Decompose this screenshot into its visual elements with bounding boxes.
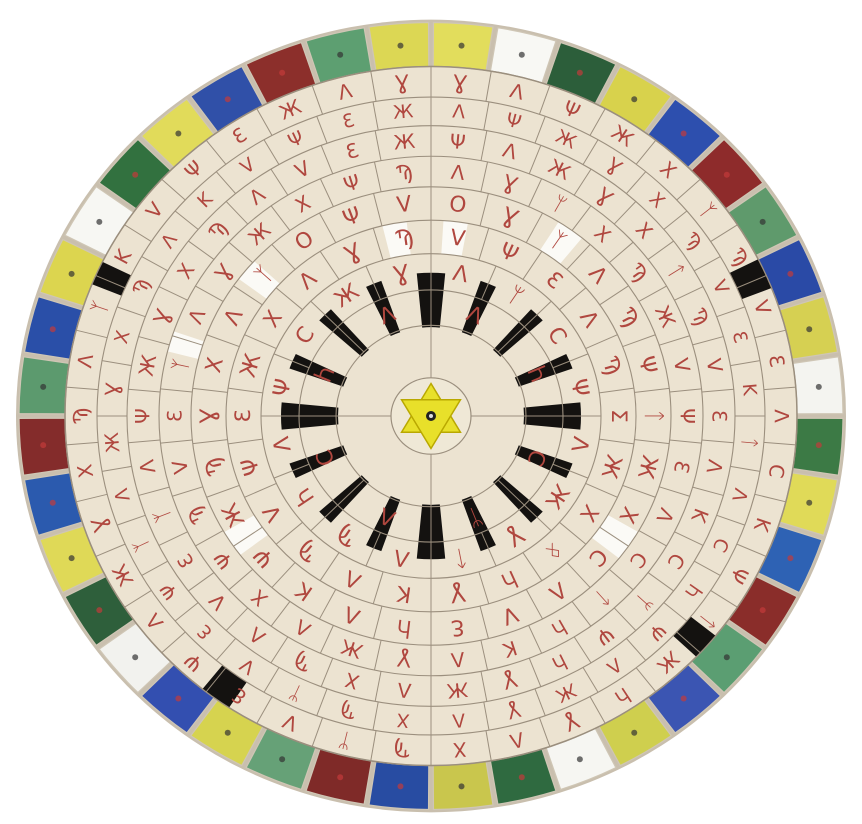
tile-mark bbox=[40, 442, 46, 448]
tile-mark bbox=[577, 70, 583, 76]
tile-mark bbox=[225, 730, 231, 736]
ring-glyph: Ϡ bbox=[393, 225, 415, 252]
tile-mark bbox=[577, 756, 583, 762]
tile-mark bbox=[631, 730, 637, 736]
tile-mark bbox=[816, 442, 822, 448]
tile-mark bbox=[40, 384, 46, 390]
tile-mark bbox=[519, 774, 525, 780]
ring-glyph: Λ bbox=[450, 161, 466, 185]
tile-mark bbox=[724, 172, 730, 178]
ring-glyph: Ж bbox=[102, 432, 125, 454]
tile-mark bbox=[816, 384, 822, 390]
tile-mark bbox=[760, 219, 766, 225]
tile-mark bbox=[96, 219, 102, 225]
ring-glyph: X bbox=[452, 737, 467, 761]
ring-glyph: Ɣ bbox=[196, 408, 221, 423]
ring-glyph: ᛏ bbox=[738, 436, 760, 449]
ring-glyph: O bbox=[448, 192, 468, 219]
tile-mark bbox=[337, 52, 343, 58]
ring-glyph: Ж bbox=[135, 353, 162, 378]
tile-mark bbox=[132, 654, 138, 660]
ring-glyph: V bbox=[395, 192, 413, 219]
tile-mark bbox=[681, 131, 687, 137]
ring-glyph: Ж bbox=[446, 677, 469, 702]
tile-mark bbox=[397, 783, 403, 789]
ring-glyph: Ψ bbox=[449, 130, 467, 154]
tile-mark bbox=[132, 172, 138, 178]
tile-mark bbox=[279, 70, 285, 76]
tile-mark bbox=[175, 131, 181, 137]
ring-glyph: Λ bbox=[452, 101, 467, 123]
ring-glyph: Ɣ bbox=[394, 71, 410, 95]
ring-glyph: Ʃ bbox=[606, 409, 631, 423]
ring-glyph: Ψ bbox=[676, 408, 699, 424]
center-pin-highlight bbox=[429, 414, 433, 418]
center-medallion bbox=[391, 378, 471, 454]
ring-glyph: Ɛ bbox=[708, 410, 731, 422]
ring-glyph: Ɛ bbox=[231, 409, 256, 422]
tile-mark bbox=[69, 555, 75, 561]
tile-mark bbox=[50, 326, 56, 332]
tile-mark bbox=[681, 695, 687, 701]
tile-mark bbox=[787, 271, 793, 277]
tile-mark bbox=[787, 555, 793, 561]
ring-glyph: Ж bbox=[392, 101, 414, 124]
ring-glyph: Ж bbox=[393, 130, 416, 155]
tile-mark bbox=[631, 96, 637, 102]
ring-glyph: Ϡ bbox=[70, 407, 93, 424]
ring-glyph: Ϡ bbox=[393, 737, 412, 761]
tile-mark bbox=[760, 607, 766, 613]
ring-glyph: Λ bbox=[451, 708, 466, 730]
tile-mark bbox=[50, 500, 56, 506]
tile-mark bbox=[724, 654, 730, 660]
tile-mark bbox=[279, 756, 285, 762]
ring-glyph: Ψ bbox=[132, 408, 155, 424]
ring-glyph: Ɣ bbox=[396, 647, 412, 671]
tile-mark bbox=[337, 774, 343, 780]
ring-glyph: ᛏ bbox=[641, 409, 666, 422]
tile-mark bbox=[459, 783, 465, 789]
ring-glyph: Ʌ bbox=[449, 647, 465, 671]
tile-mark bbox=[175, 695, 181, 701]
ring-glyph: Λ bbox=[396, 678, 412, 702]
tile-mark bbox=[519, 52, 525, 58]
tile-mark bbox=[397, 43, 403, 49]
ring-glyph: Ɣ bbox=[102, 382, 124, 397]
tile-mark bbox=[69, 271, 75, 277]
ring-glyph: X bbox=[396, 708, 411, 730]
ring-glyph: Ɣ bbox=[452, 71, 468, 95]
ring-glyph: Λ bbox=[770, 409, 793, 423]
tile-mark bbox=[806, 326, 812, 332]
tile-mark bbox=[225, 96, 231, 102]
tile-mark bbox=[806, 500, 812, 506]
ring-glyph: Ϡ bbox=[395, 161, 414, 186]
tile-mark bbox=[96, 607, 102, 613]
tile-mark bbox=[459, 43, 465, 49]
ring-glyph: Ɛ bbox=[164, 410, 187, 422]
